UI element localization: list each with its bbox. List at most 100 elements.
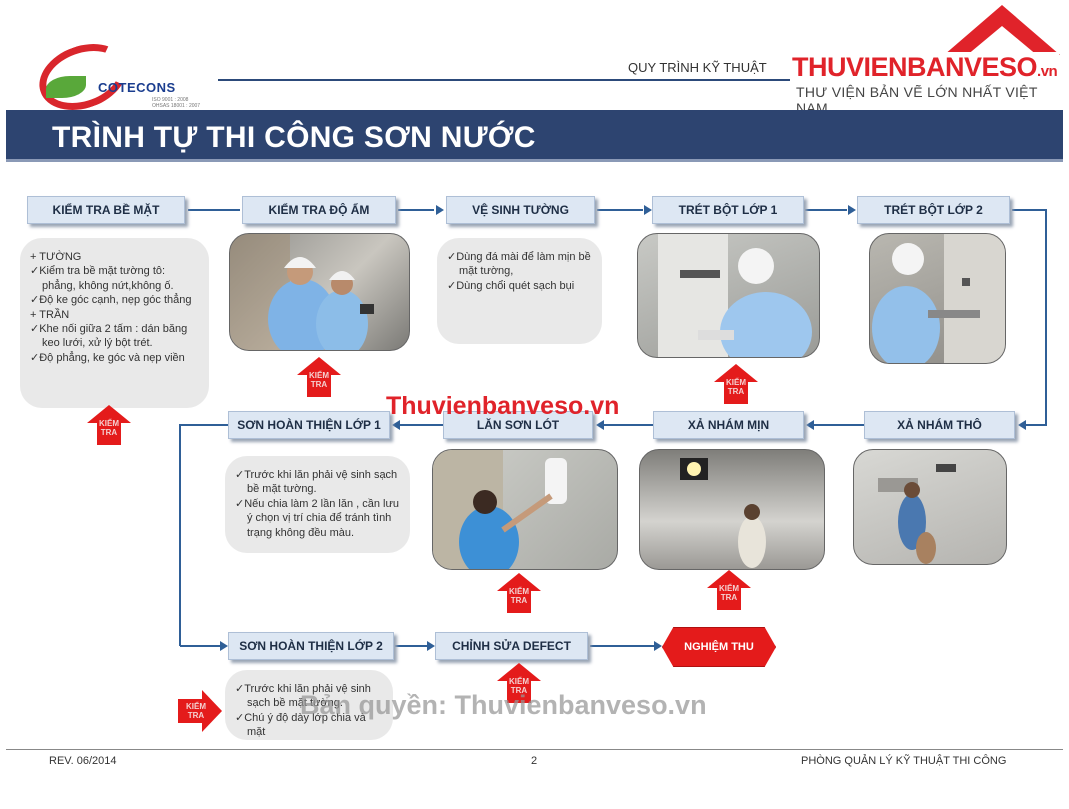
- check-label: TRA: [100, 428, 118, 437]
- note-line: ✓Trước khi lăn phải vệ sinh sạch bề mặt …: [235, 469, 398, 496]
- flow-arrow: [180, 645, 220, 647]
- check-label: TRA: [187, 711, 205, 720]
- note-line: ✓Độ phẳng, ke góc và nẹp viền: [30, 351, 185, 364]
- step-check-moisture: KIỂM TRA ĐỘ ẨM: [242, 196, 396, 224]
- arrow-head-icon: [654, 641, 662, 651]
- step-fix-defect: CHỈNH SỬA DEFECT: [435, 632, 588, 660]
- flow-arrow: [188, 209, 240, 211]
- footer-department: PHÒNG QUẢN LÝ KỸ THUẬT THI CÔNG: [801, 755, 1007, 767]
- check-label: KIỂM: [309, 371, 329, 380]
- check-label: KIỂM: [726, 378, 746, 387]
- logo-iso-line: ISO 9001 : 2008: [152, 97, 189, 103]
- step-clean-wall: VỆ SINH TƯỜNG: [446, 196, 595, 224]
- photo-putty-2: [869, 233, 1006, 364]
- footer-rule: [6, 749, 1063, 750]
- logo-leaf-icon: [46, 76, 86, 98]
- photo-primer: [432, 449, 618, 570]
- flow-arrow: [1026, 424, 1047, 426]
- step-finish-2: SƠN HOÀN THIỆN LỚP 2: [228, 632, 394, 660]
- photo-rough-sanding-art: [878, 464, 956, 564]
- company-logo-text: COTECONS: [98, 80, 176, 95]
- header-rule: [218, 79, 790, 81]
- check-label: TRA: [727, 387, 745, 396]
- flow-arrow: [814, 424, 864, 426]
- watermark-roof-inner: [966, 26, 1038, 56]
- arrow-head-icon: [806, 420, 814, 430]
- flow-arrow: [179, 424, 181, 646]
- photo-putty-2-art: [872, 234, 1005, 363]
- photo-putty-1: [637, 233, 820, 358]
- note-line: + TƯỜNG: [30, 251, 82, 263]
- watermark-bottom: Bản quyền: Thuvienbanveso.vn: [300, 690, 707, 720]
- flow-arrow: [805, 209, 847, 211]
- step-finish-1: SƠN HOÀN THIỆN LỚP 1: [228, 411, 390, 439]
- watermark-brand-tld: .vn: [1037, 63, 1058, 80]
- document-title: QUY TRÌNH KỸ THUẬT: [628, 60, 767, 75]
- flow-arrow: [400, 424, 444, 426]
- step-putty-1: TRÉT BỘT LỚP 1: [652, 196, 804, 224]
- logo-iso-text: ISO 9001 : 2008 OHSAS 18001 : 2007: [152, 97, 200, 109]
- footer-page-number: 2: [531, 755, 538, 767]
- watermark-brand-name: THUVIENBANVESO: [792, 52, 1038, 82]
- photo-rough-sanding: [853, 449, 1007, 565]
- check-label: TRA: [510, 686, 528, 695]
- note-line: ✓Trước khi lăn phải vệ sinh sạch bề mặt …: [235, 683, 371, 710]
- photo-moisture-check-art: [230, 234, 374, 350]
- arrow-head-icon: [1018, 420, 1026, 430]
- note-cleaning: ✓Dùng đá mài để làm mịn bề mặt tường, ✓D…: [437, 238, 602, 344]
- note-line: + TRẦN: [30, 308, 70, 321]
- note-line: ✓Dùng đá mài để làm mịn bề mặt tường,: [447, 251, 591, 278]
- arrow-head-icon: [596, 420, 604, 430]
- page-title: TRÌNH TỰ THI CÔNG SƠN NƯỚC: [52, 121, 536, 154]
- flow-arrow: [590, 645, 654, 647]
- note-line: ✓Dùng chổi quét sạch bụi: [447, 279, 575, 292]
- step-check-surface: KIỂM TRA BỀ MẶT: [27, 196, 185, 224]
- check-label: KIỂM: [186, 702, 206, 711]
- check-label: TRA: [510, 596, 528, 605]
- check-label: KIỂM: [509, 587, 529, 596]
- flow-arrow: [597, 209, 643, 211]
- arrow-head-icon: [220, 641, 228, 651]
- photo-fine-sanding-art: [680, 458, 766, 568]
- note-finish-2: ✓Trước khi lăn phải vệ sinh sạch bề mặt …: [225, 670, 393, 740]
- photo-fine-sanding: [639, 449, 825, 570]
- flow-arrow: [398, 209, 434, 211]
- flow-arrow: [395, 645, 427, 647]
- note-line: ✓Độ ke góc cạnh, nẹp góc thẳng: [30, 294, 192, 307]
- flow-arrow: [180, 424, 228, 426]
- arrow-head-icon: [392, 420, 400, 430]
- step-acceptance: NGHIỆM THU: [662, 627, 776, 667]
- step-primer: LĂN SƠN LÓT: [443, 411, 593, 439]
- title-banner: [6, 110, 1063, 162]
- step-putty-2: TRÉT BỘT LỚP 2: [857, 196, 1010, 224]
- step-rough-sanding: XẢ NHÁM THÔ: [864, 411, 1015, 439]
- check-label: KIỂM: [719, 584, 739, 593]
- check-label: KIỂM: [99, 419, 119, 428]
- note-line: ✓Kiểm tra bề mặt tường tô: phẳng, không …: [30, 265, 174, 292]
- note-line: ✓Chú ý độ dày lớp chia và mặt: [235, 711, 366, 739]
- footer-revision: REV. 06/2014: [49, 755, 117, 767]
- photo-primer-art: [433, 450, 567, 569]
- note-line: ✓Nếu chia làm 2 lần lăn , cần lưu ý chọn…: [235, 497, 399, 539]
- note-finish-1: ✓Trước khi lăn phải vệ sinh sạch bề mặt …: [225, 456, 410, 553]
- photo-moisture-check: [229, 233, 410, 351]
- step-fine-sanding: XẢ NHÁM MỊN: [653, 411, 804, 439]
- photo-putty-1-art: [658, 234, 812, 357]
- check-label: TRA: [310, 380, 328, 389]
- arrow-head-icon: [436, 205, 444, 215]
- arrow-head-icon: [644, 205, 652, 215]
- check-label: KIỂM: [509, 677, 529, 686]
- flow-arrow: [1045, 209, 1047, 425]
- note-surface: + TƯỜNG ✓Kiểm tra bề mặt tường tô: phẳng…: [20, 238, 209, 408]
- note-line: ✓Khe nối giữa 2 tấm : dán băng keo lưới,…: [30, 323, 188, 350]
- arrow-head-icon: [427, 641, 435, 651]
- flow-arrow: [604, 424, 654, 426]
- check-label: TRA: [720, 593, 738, 602]
